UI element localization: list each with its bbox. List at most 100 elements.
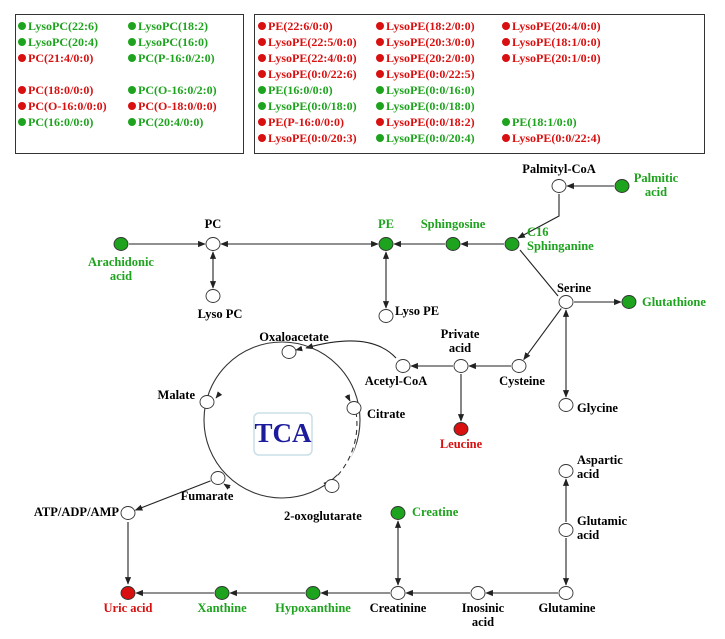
- legend-label: LysoPE(0:0/22:4): [512, 131, 601, 145]
- legend-label: PC(16:0/0:0): [28, 115, 94, 129]
- legend-right-item-pe-22-6-0-0: PE(22:6/0:0): [258, 19, 333, 33]
- legend-dot-icon: [128, 118, 136, 126]
- label-xanthine: Xanthine: [197, 601, 247, 615]
- label-cysteine: Cysteine: [499, 374, 545, 388]
- legend-left-item-pc-20-4-0-0: PC(20:4/0:0): [128, 115, 203, 129]
- legend-label: LysoPE(0:0/18:0): [386, 99, 475, 113]
- legend-dot-icon: [502, 38, 510, 46]
- legend-label: PC(18:0/0:0): [28, 83, 94, 97]
- label-glutathione: Glutathione: [642, 295, 706, 309]
- tca-cycle-ring: [203, 341, 361, 499]
- legend-right-item-lysope-22-4-0-0: LysoPE(22:4/0:0): [258, 51, 357, 65]
- tca-cycle-gap: [336, 411, 359, 476]
- legend-dot-icon: [376, 38, 384, 46]
- label-malate: Malate: [158, 388, 196, 402]
- legend-label: PC(O-16:0/0:0): [28, 99, 107, 113]
- legend-label: LysoPE(0:0/16:0): [386, 83, 475, 97]
- label-hypoxanthine: Hypoxanthine: [275, 601, 351, 615]
- node-leucine: [453, 422, 469, 436]
- legend-label: LysoPE(0:0/20:3): [268, 131, 357, 145]
- legend-right-item-lysope-0-0-18-0: LysoPE(0:0/18:0): [376, 99, 475, 113]
- edge-fumarate-atp: [134, 480, 211, 511]
- legend-dot-icon: [128, 86, 136, 94]
- label-creatinine: Creatinine: [370, 601, 427, 615]
- node-lysopc: [205, 289, 221, 303]
- tca-label-box: [253, 412, 313, 456]
- legend-right-item-lysope-0-0-22-5: LysoPE(0:0/22:5): [376, 67, 475, 81]
- legend-right-item-lysope-22-5-0-0: LysoPE(22:5/0:0): [258, 35, 357, 49]
- legend-right-item-pe-p-16-0-0-0: PE(P-16:0/0:0): [258, 115, 344, 129]
- node-serine: [558, 295, 574, 309]
- legend-dot-icon: [258, 54, 266, 62]
- legend-label: PC(O-18:0/0:0): [138, 99, 217, 113]
- legend-label: PC(21:4/0:0): [28, 51, 94, 65]
- legend-left-item-pc-o-16-0-0-0: PC(O-16:0/0:0): [18, 99, 107, 113]
- legend-left-item-lysopc-16-0: LysoPC(16:0): [128, 35, 208, 49]
- legend-dot-icon: [376, 22, 384, 30]
- legend-label: LysoPE(22:4/0:0): [268, 51, 357, 65]
- label-pc: PC: [205, 217, 222, 231]
- tca-cycle-arrow: [344, 394, 351, 402]
- legend-left-item-pc-o-18-0-0-0: PC(O-18:0/0:0): [128, 99, 217, 113]
- legend-label: LysoPE(20:2/0:0): [386, 51, 475, 65]
- legend-left-item-lysopc-18-2: LysoPC(18:2): [128, 19, 208, 33]
- node-sphingosine: [445, 237, 461, 251]
- label-oxoglutarate: 2-oxoglutarate: [284, 509, 362, 523]
- legend-label: LysoPC(20:4): [28, 35, 98, 49]
- legend-dot-icon: [128, 38, 136, 46]
- legend-label: LysoPE(22:5/0:0): [268, 35, 357, 49]
- tca-label: TCA: [254, 418, 312, 448]
- node-glutathione: [621, 295, 637, 309]
- legend-dot-icon: [128, 22, 136, 30]
- node-aspartic: [558, 464, 574, 478]
- node-creatinine: [390, 586, 406, 600]
- node-private: [453, 359, 469, 373]
- legend-right-item-lysope-18-1-0-0: LysoPE(18:1/0:0): [502, 35, 601, 49]
- legend-dot-icon: [502, 54, 510, 62]
- tca-cycle-arrow: [295, 345, 303, 352]
- legend-dot-icon: [128, 102, 136, 110]
- legend-right-item-lysope-20-1-0-0: LysoPE(20:1/0:0): [502, 51, 601, 65]
- label-oxaloacetate: Oxaloacetate: [259, 330, 329, 344]
- legend-label: PC(O-16:0/2:0): [138, 83, 217, 97]
- node-pe: [378, 237, 394, 251]
- label-citrate: Citrate: [367, 407, 406, 421]
- legend-dot-icon: [376, 54, 384, 62]
- node-cysteine: [511, 359, 527, 373]
- legend-right-item-lysope-0-0-18-2: LysoPE(0:0/18:2): [376, 115, 475, 129]
- legend-left-item-lysopc-20-4: LysoPC(20:4): [18, 35, 98, 49]
- legend-right-item-lysope-0-0-20-3: LysoPE(0:0/20:3): [258, 131, 357, 145]
- label-pe: PE: [378, 217, 394, 231]
- tca-cycle: TCA: [203, 341, 361, 499]
- legend-label: PC(P-16:0/2:0): [138, 51, 215, 65]
- node-fumarate: [210, 471, 226, 485]
- edge-acetylcoa-oxaloacetate: [305, 340, 397, 359]
- legend-dot-icon: [18, 118, 26, 126]
- legend-label: LysoPE(0:0/18:0): [268, 99, 357, 113]
- legend-box-right: [254, 14, 705, 154]
- legend-right-item-lysope-0-0-22-6: LysoPE(0:0/22:6): [258, 67, 357, 81]
- label-uricacid: Uric acid: [104, 601, 153, 615]
- legend-label: LysoPC(22:6): [28, 19, 98, 33]
- edge-sphinganine-serine: [519, 249, 559, 297]
- legend-dot-icon: [18, 54, 26, 62]
- legend-label: PE(18:1/0:0): [512, 115, 577, 129]
- legend-right-item-pe-16-0-0-0: PE(16:0/0:0): [258, 83, 333, 97]
- legend-dot-icon: [128, 54, 136, 62]
- tca-cycle-arrow: [223, 483, 231, 490]
- label-serine: Serine: [557, 281, 591, 295]
- node-hypoxanthine: [305, 586, 321, 600]
- legend-left-item-pc-21-4-0-0: PC(21:4/0:0): [18, 51, 93, 65]
- node-sphinganine: [504, 237, 520, 251]
- legend-label: LysoPE(18:1/0:0): [512, 35, 601, 49]
- node-inosinic: [470, 586, 486, 600]
- tca-cycle-arrow: [215, 391, 223, 399]
- legend-label: PE(P-16:0/0:0): [268, 115, 344, 129]
- label-sphingosine: Sphingosine: [421, 217, 486, 231]
- legend-dot-icon: [18, 38, 26, 46]
